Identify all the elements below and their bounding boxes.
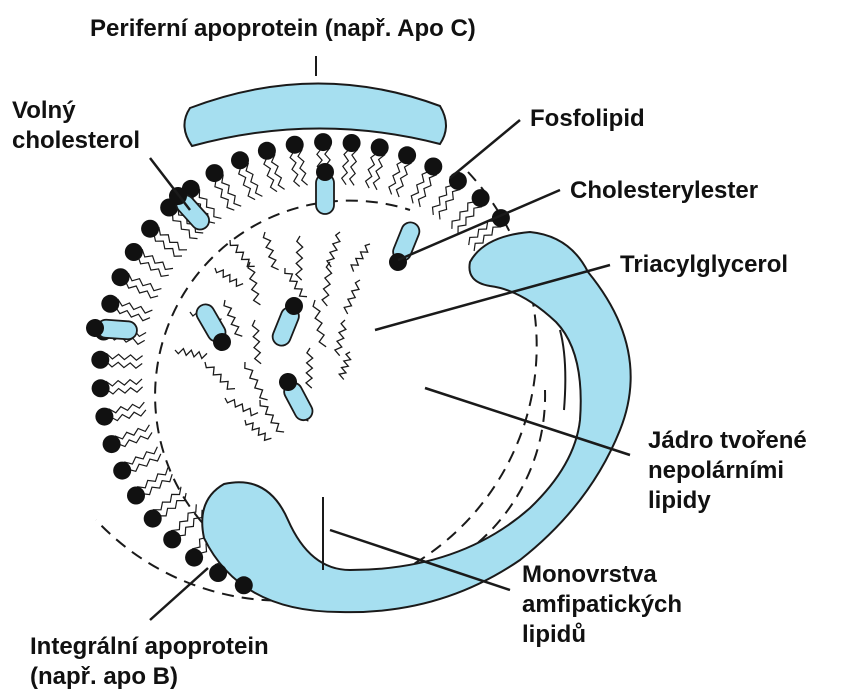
label-phospholipid: Fosfolipid — [530, 104, 645, 134]
core-lipid-chain — [224, 300, 242, 336]
core-lipid-chain — [248, 262, 260, 305]
label-core-line2: nepolárními — [648, 456, 807, 486]
peripheral-apoprotein-shape — [184, 56, 446, 146]
phospholipid-head-icon — [163, 530, 181, 548]
phospholipid-head-icon — [231, 151, 249, 169]
core-lipid-chain — [245, 420, 271, 440]
label-integral-apoprotein: Integrální apoprotein (např. apo B) — [30, 632, 269, 692]
core-lipid-chain — [260, 400, 284, 432]
leader-phospholipid — [450, 120, 520, 178]
label-integral-apoprotein-line1: Integrální apoprotein — [30, 632, 269, 662]
leader-integral-apoprotein — [150, 568, 208, 620]
phospholipid-head-icon — [101, 295, 119, 313]
cholesteryl-ester-core-2-icon — [270, 294, 306, 348]
core-lipid-chain — [230, 240, 255, 267]
label-monolayer-line2: amfipatických — [522, 590, 682, 620]
phospholipid-head-icon — [343, 134, 361, 152]
phospholipid-head-icon — [398, 146, 416, 164]
phospholipid-head-icon — [258, 142, 276, 160]
phospholipid-head-icon — [95, 408, 113, 426]
core-lipid-chain — [339, 352, 350, 380]
cholesterol-head — [316, 163, 334, 181]
core-lipid-chain — [285, 268, 307, 297]
phospholipid-head-icon — [112, 268, 130, 286]
core-lipid-chain — [313, 300, 326, 347]
core-lipid-chain — [335, 320, 346, 356]
core-lipid-chain — [252, 320, 261, 364]
core-lipid-chain — [344, 280, 360, 314]
phospholipid-head-icon — [209, 564, 227, 582]
phospholipid-head-icon — [286, 136, 304, 154]
label-monolayer-line1: Monovrstva — [522, 560, 682, 590]
core-lipid-chain — [245, 362, 268, 400]
cholesteryl-ester-core-3-icon — [276, 370, 316, 423]
core-lipid-chain — [351, 244, 370, 272]
label-free-cholesterol-line1: Volný — [12, 96, 140, 126]
label-free-cholesterol: Volný cholesterol — [12, 96, 140, 156]
core-lipid-chain — [306, 348, 313, 388]
phospholipid-head-icon — [371, 138, 389, 156]
label-peripheral-apoprotein: Periferní apoprotein (např. Apo C) — [90, 14, 476, 44]
free-cholesterol-side-icon — [85, 318, 137, 340]
core-lipid-chain — [175, 349, 207, 359]
phospholipid-head-icon — [472, 189, 490, 207]
label-core: Jádro tvořené nepolárními lipidy — [648, 426, 807, 516]
cholesteryl-ester-core-1-icon — [193, 301, 234, 354]
label-integral-apoprotein-line2: (např. apo B) — [30, 662, 269, 692]
label-monolayer: Monovrstva amfipatických lipidů — [522, 560, 682, 650]
phospholipid-head-icon — [91, 351, 109, 369]
phospholipid-head-icon — [235, 576, 253, 594]
core-lipid-chain — [296, 236, 303, 280]
phospholipid-head-icon — [424, 158, 442, 176]
core-lipid-chain — [215, 268, 243, 286]
core-lipid-chain — [322, 262, 332, 306]
phospholipid-head-icon — [141, 220, 159, 238]
phospholipid-head-icon — [449, 172, 467, 190]
core-lipid-chain — [263, 232, 278, 270]
phospholipid-head-icon — [127, 487, 145, 505]
core-lipid-chain — [327, 232, 340, 267]
phospholipid-head-icon — [125, 243, 143, 261]
phospholipid-head-icon — [314, 133, 332, 151]
phospholipid-head-icon — [144, 510, 162, 528]
label-core-line1: Jádro tvořené — [648, 426, 807, 456]
label-cholesteryl-ester: Cholesterylester — [570, 176, 758, 206]
free-cholesterol-top-icon — [316, 163, 334, 214]
integral-apoprotein-shape — [202, 232, 630, 612]
core-lipid-chain — [225, 398, 258, 416]
label-triacylglycerol: Triacylglycerol — [620, 250, 788, 280]
phospholipid-head-icon — [206, 164, 224, 182]
phospholipid-head-icon — [92, 379, 110, 397]
phospholipid-head-icon — [113, 462, 131, 480]
label-core-line3: lipidy — [648, 486, 807, 516]
cholesteryl-ester-right-icon — [386, 220, 422, 274]
phospholipid-head-icon — [103, 435, 121, 453]
phospholipid-heads — [91, 133, 510, 594]
outer-membrane-outline — [96, 172, 537, 601]
core-lipid-chain — [205, 362, 235, 389]
label-free-cholesterol-line2: cholesterol — [12, 126, 140, 156]
phospholipid-head-icon — [185, 549, 203, 567]
label-monolayer-line3: lipidů — [522, 620, 682, 650]
